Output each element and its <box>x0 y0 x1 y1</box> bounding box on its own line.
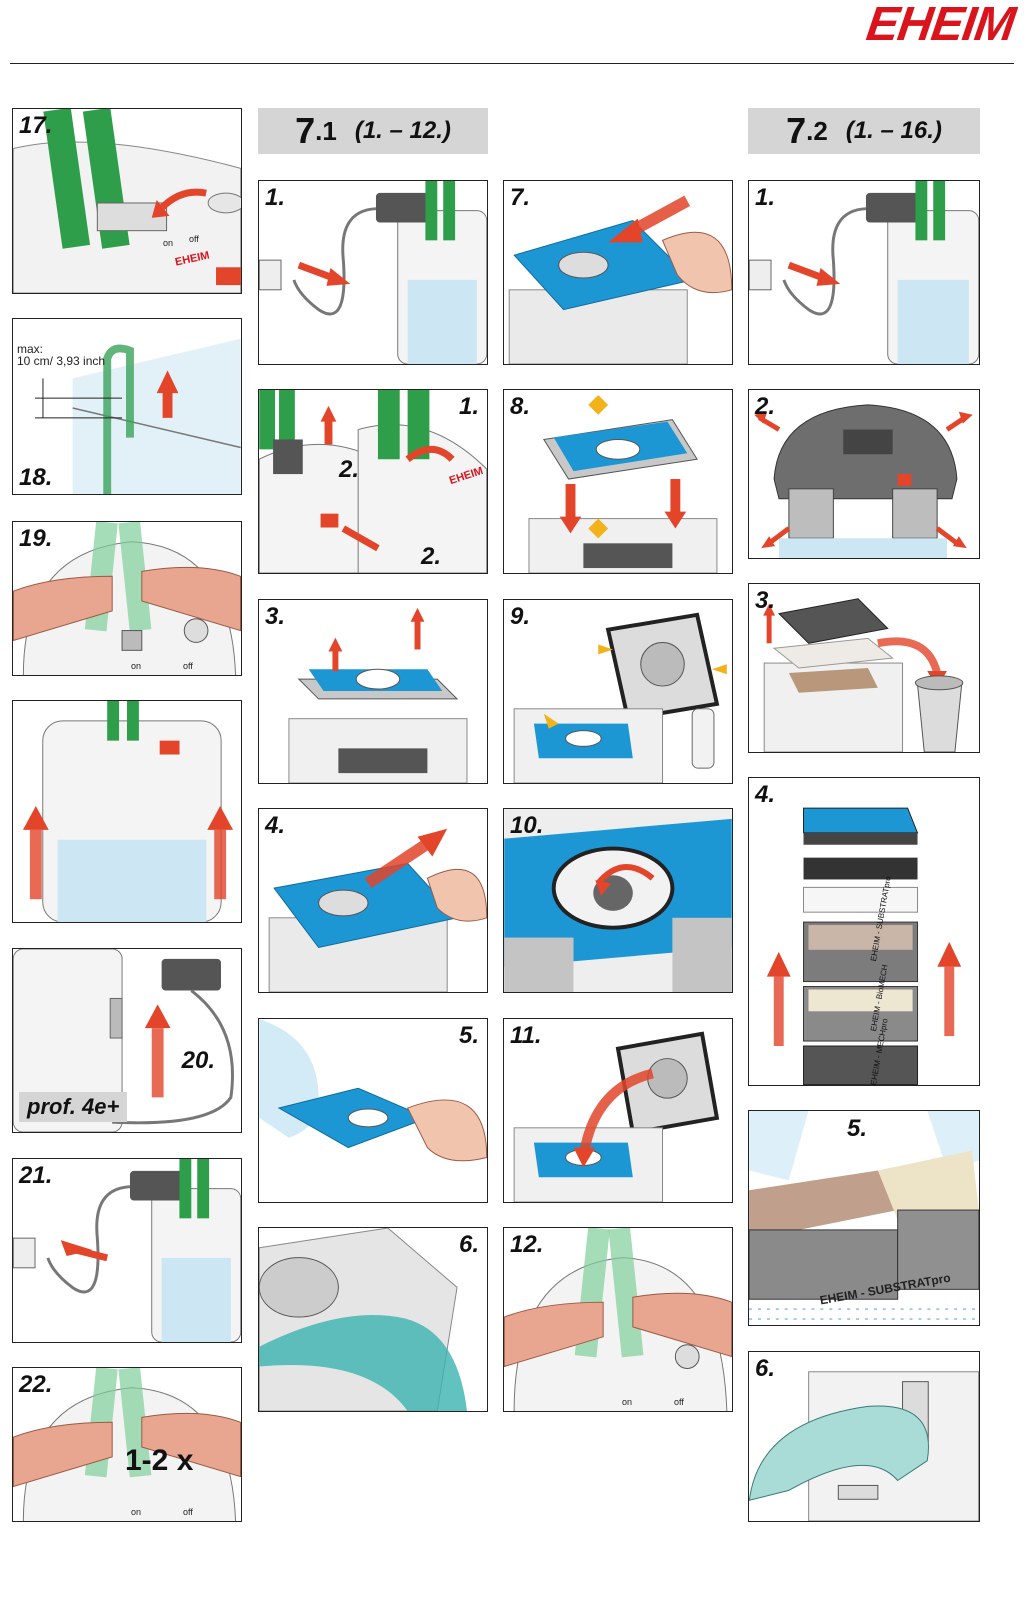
hands-valve-repeat-illustration <box>13 1368 241 1521</box>
section-header-7-1: 7.1 (1. – 12.) <box>258 108 488 154</box>
s71-step-7-panel: 7. <box>503 180 733 365</box>
s71-step-2-panel: 2. 1. 2. 2. EHEIM <box>258 389 488 574</box>
step-number: 21. <box>19 1162 53 1189</box>
s72-step-3-panel: 3. <box>748 583 980 753</box>
step-18-panel: max: 10 cm/ 3,93 inch 18. <box>12 318 242 495</box>
step-number: 4. <box>755 781 776 808</box>
pump-head-switch-illustration <box>13 109 241 293</box>
eheim-logo: EHEIM <box>863 0 1018 51</box>
hands-valve-open-illustration <box>504 1228 732 1411</box>
close-lid-illustration <box>513 1031 720 1202</box>
s71-step-11-panel: 11. <box>503 1018 733 1203</box>
rinse-media-illustration <box>749 1111 979 1321</box>
step-number: 5. <box>458 1022 479 1049</box>
s71-step-1-panel: 1. <box>258 180 488 365</box>
step-22-panel: 22. 1-2 x on off <box>12 1367 242 1522</box>
repeat-count: 1-2 x <box>125 1444 194 1477</box>
step-number: 12. <box>510 1231 544 1258</box>
s71-step-6-panel: 6. <box>258 1227 488 1412</box>
unplug-illustration <box>259 181 487 364</box>
hose-adapter-release-illustration <box>259 390 487 573</box>
s72-step-4-panel: 4. EHEIM - SUBSTRATpro EHEIM - BioMECH E… <box>748 777 980 1086</box>
discard-prefilter-illustration <box>763 598 964 752</box>
step-number: 22. <box>19 1371 53 1398</box>
step-fill-panel <box>12 700 242 923</box>
s71-step-8-panel: 8. <box>503 389 733 574</box>
insert-basket-illustration <box>528 394 718 573</box>
step-number: 1. <box>265 184 286 211</box>
model-badge: prof. 4e+ <box>19 1092 128 1122</box>
step-number: 10. <box>510 812 544 839</box>
aquarium-hose-height-illustration <box>35 338 241 494</box>
section-header-7-2: 7.2 (1. – 16.) <box>748 108 980 154</box>
step-number: 17. <box>19 112 53 139</box>
remove-blue-pad-illustration <box>268 828 487 992</box>
step-number: 6. <box>755 1355 776 1382</box>
filter-fill-illustration <box>22 701 234 922</box>
s71-step-4-panel: 4. <box>258 808 488 993</box>
step-number: 3. <box>265 603 286 630</box>
step-number: 5. <box>847 1115 868 1142</box>
filter-media-stack-illustration <box>766 807 962 1085</box>
power-plug-connect-illustration <box>13 949 234 1132</box>
seal-close-illustration <box>504 809 732 992</box>
step-21-panel: 21. <box>12 1158 242 1343</box>
remove-pump-head-illustration <box>754 404 973 558</box>
s71-step-9-panel: 9. <box>503 599 733 784</box>
step-number: 6. <box>458 1231 479 1258</box>
s71-step-5-panel: 5. <box>258 1018 488 1203</box>
s71-step-12-panel: 12. on off <box>503 1227 733 1412</box>
step-number: 3. <box>755 587 776 614</box>
step-number: 11. <box>510 1022 542 1049</box>
step-number: 9. <box>510 603 531 630</box>
step-number: 18. <box>19 464 53 491</box>
hands-valve-illustration <box>13 522 241 675</box>
step-17-panel: 17. on off EHEIM <box>12 108 242 294</box>
unplug-power-illustration <box>13 1159 241 1342</box>
step-number: 2. <box>755 393 776 420</box>
s72-step-6-panel: 6. <box>748 1351 980 1522</box>
lift-insert-illustration <box>288 607 468 783</box>
step-19-panel: 19. on off <box>12 521 242 676</box>
step-number: 7. <box>510 184 531 211</box>
step-number: 8. <box>510 393 531 420</box>
s71-step-3-panel: 3. <box>258 599 488 784</box>
step-number: 19. <box>19 525 53 552</box>
s72-step-2-panel: 2. <box>748 389 980 559</box>
s71-step-10-panel: 10. <box>503 808 733 993</box>
step-number: 4. <box>265 812 286 839</box>
s72-step-5-panel: 5. EHEIM - SUBSTRATpro <box>748 1110 980 1326</box>
insert-fleece-illustration <box>749 1371 979 1521</box>
header-rule <box>10 63 1014 64</box>
lubricate-seal-illustration <box>513 612 727 783</box>
unplug-illustration <box>749 181 979 364</box>
s72-step-1-panel: 1. <box>748 180 980 365</box>
step-number: 20. <box>181 1047 215 1074</box>
insert-pad-back-illustration <box>259 1228 467 1411</box>
slide-pad-illustration <box>508 195 732 364</box>
step-number: 1. <box>755 184 776 211</box>
step-20-panel: 20. prof. 4e+ <box>12 948 242 1133</box>
rinse-pad-illustration <box>259 1019 487 1162</box>
